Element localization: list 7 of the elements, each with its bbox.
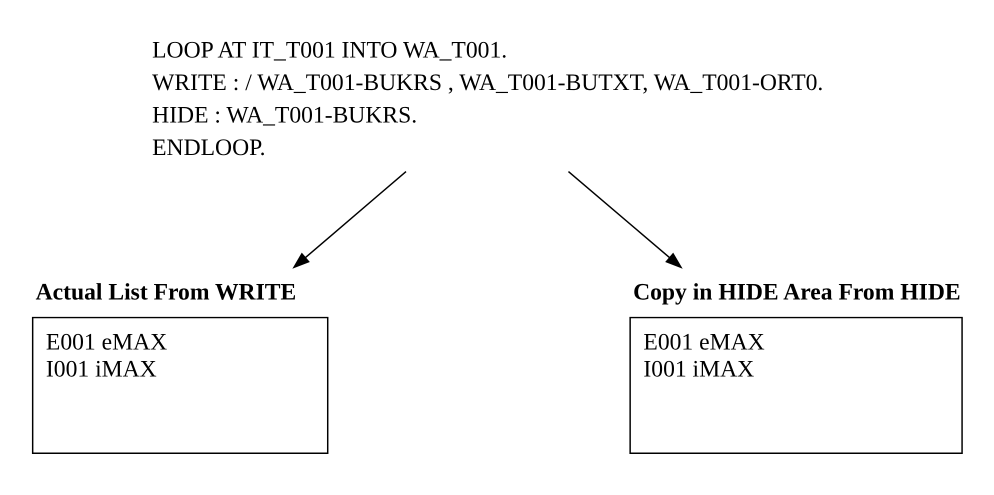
- arrow: [568, 170, 683, 269]
- node-label: Copy in HIDE Area From HIDE: [633, 280, 961, 306]
- node-box: E001 eMAX I001 iMAX: [629, 316, 963, 454]
- arrow: [292, 170, 406, 269]
- node-box: E001 eMAX I001 iMAX: [32, 316, 328, 454]
- node-text: LOOP AT IT_T001 INTO WA_T001. WRITE : / WA_T001-BUKRS , WA_T001-BUTXT, WA_T001-ORT0. HIDE : WA_T001-BUKRS. ENDLOOP.: [152, 38, 824, 161]
- node-label: Actual List From WRITE: [36, 280, 296, 306]
